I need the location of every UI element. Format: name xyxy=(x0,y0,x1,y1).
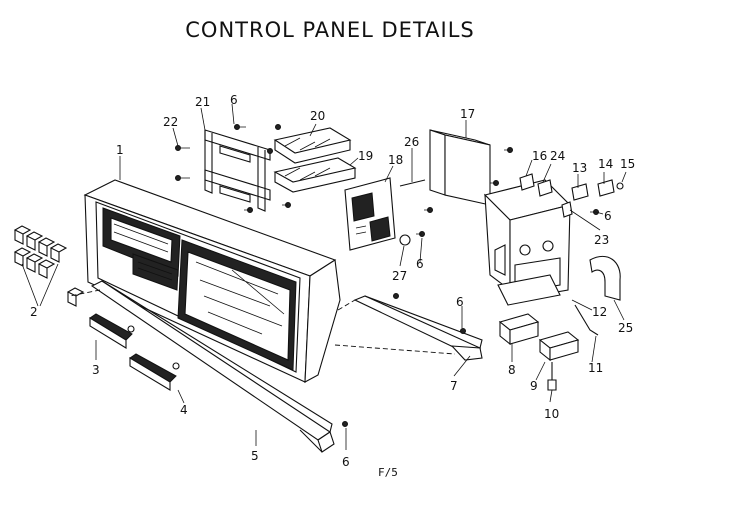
callout-24: 24 xyxy=(550,149,565,163)
cover-box xyxy=(429,129,491,206)
callout-21: 21 xyxy=(195,95,210,109)
side-rail xyxy=(353,295,483,361)
switch-blocks xyxy=(498,304,599,391)
control-assembly xyxy=(483,179,572,306)
callout-2: 2 xyxy=(30,305,38,319)
callout-9: 9 xyxy=(530,379,538,393)
callout-12: 12 xyxy=(592,305,607,319)
callout-22: 22 xyxy=(163,115,178,129)
callout-26: 26 xyxy=(404,135,419,149)
callout-23: 23 xyxy=(594,233,609,247)
small-parts xyxy=(399,173,624,246)
callout-20: 20 xyxy=(310,109,325,123)
footer-code: F/5 xyxy=(378,466,398,479)
callout-6: 6 xyxy=(342,455,350,469)
callout-13: 13 xyxy=(572,161,587,175)
diagram-title: CONTROL PANEL DETAILS xyxy=(185,18,475,42)
callout-17: 17 xyxy=(460,107,475,121)
callout-4: 4 xyxy=(180,403,188,417)
callout-18: 18 xyxy=(388,153,403,167)
trim-strip xyxy=(90,280,335,453)
curved-bracket xyxy=(589,255,621,301)
callout-6b: 6 xyxy=(230,93,238,107)
callout-15: 15 xyxy=(620,157,635,171)
callout-labels: 1 2 3 4 5 6 7 8 9 10 11 12 13 14 15 16 1… xyxy=(30,93,635,469)
callout-6c: 6 xyxy=(604,209,612,223)
button-pads xyxy=(89,313,180,391)
callout-6e: 6 xyxy=(456,295,464,309)
callout-11: 11 xyxy=(588,361,603,375)
circuit-board xyxy=(344,177,396,251)
callout-10: 10 xyxy=(544,407,559,421)
callout-1: 1 xyxy=(116,143,124,157)
callout-19: 19 xyxy=(358,149,373,163)
callout-3: 3 xyxy=(92,363,100,377)
callout-8: 8 xyxy=(508,363,516,377)
mounting-brackets xyxy=(204,127,357,212)
pushbutton-set xyxy=(13,225,85,307)
callout-5: 5 xyxy=(251,449,259,463)
control-panel-housing xyxy=(83,179,341,383)
leader-lines xyxy=(21,103,627,450)
callout-16: 16 xyxy=(532,149,547,163)
callout-25: 25 xyxy=(618,321,633,335)
assembly-lines xyxy=(69,289,456,355)
callout-7: 7 xyxy=(450,379,458,393)
callout-14: 14 xyxy=(598,157,613,171)
callout-6d: 6 xyxy=(416,257,424,271)
callout-27: 27 xyxy=(392,269,407,283)
